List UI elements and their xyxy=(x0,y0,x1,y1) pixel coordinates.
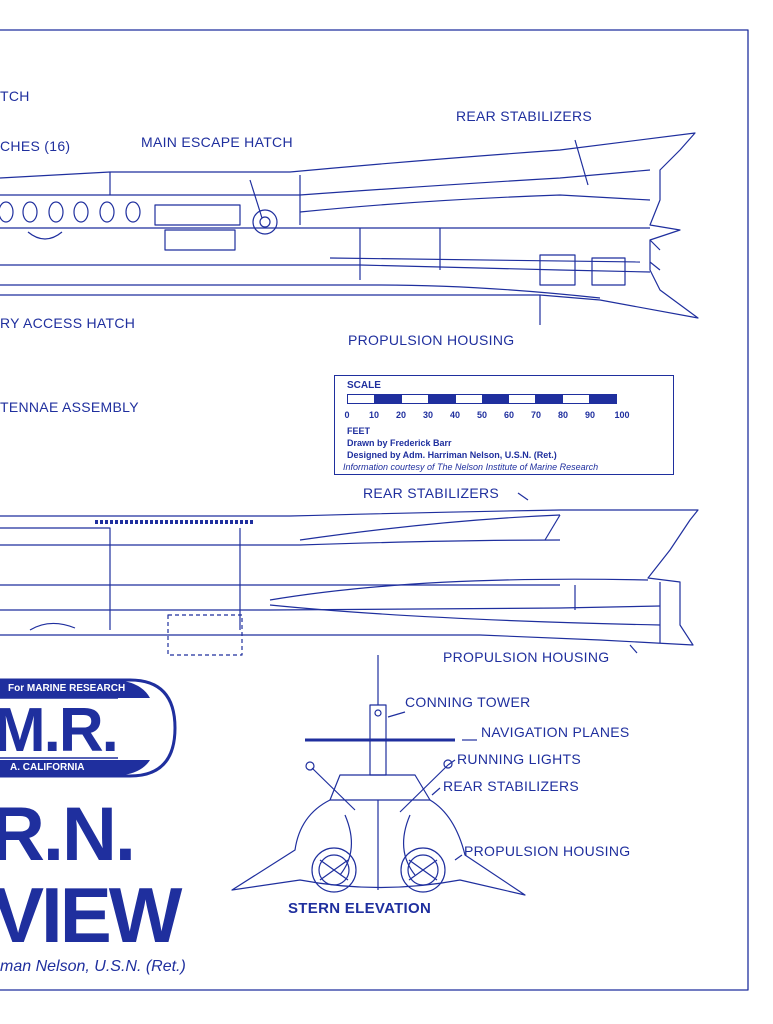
navigation-planes-label: NAVIGATION PLANES xyxy=(481,724,630,740)
logo-letters: M.R. xyxy=(0,696,119,765)
scale-tick: 90 xyxy=(584,410,596,420)
hatch-label: TCH xyxy=(0,88,30,104)
scale-segment xyxy=(402,395,429,403)
headline-line-1: R.N. xyxy=(0,792,136,877)
propulsion-housing-label-side: PROPULSION HOUSING xyxy=(443,649,610,665)
rear-stabilizers-label-top: REAR STABILIZERS xyxy=(456,108,593,124)
scale-tick: 10 xyxy=(368,410,380,420)
page-border xyxy=(0,29,749,991)
running-lights-label: RUNNING LIGHTS xyxy=(457,751,581,767)
drawn-by-credit: Drawn by Frederick Barr xyxy=(347,438,452,448)
scale-legend: SCALE 0 10 20 30 40 50 60 70 80 90 100 F… xyxy=(334,375,674,475)
scale-title: SCALE xyxy=(347,380,381,391)
designed-by-credit: Designed by Adm. Harriman Nelson, U.S.N.… xyxy=(347,450,557,460)
scale-unit: FEET xyxy=(347,426,371,436)
main-escape-hatch-label: MAIN ESCAPE HATCH xyxy=(141,134,293,150)
scale-segment xyxy=(374,395,402,403)
scale-tick: 60 xyxy=(503,410,515,420)
logo-bands xyxy=(0,680,150,776)
stern-elevation-drawing xyxy=(231,655,526,896)
rear-stabilizers-label-stern: REAR STABILIZERS xyxy=(443,778,580,794)
author-credit: man Nelson, U.S.N. (Ret.) xyxy=(0,958,186,975)
scale-segment xyxy=(509,395,537,403)
access-hatch-label: RY ACCESS HATCH xyxy=(0,315,136,331)
scale-segment xyxy=(536,395,564,403)
scale-tick: 50 xyxy=(476,410,488,420)
scale-ticks: 0 10 20 30 40 50 60 70 80 90 100 xyxy=(342,410,632,422)
scale-bar xyxy=(347,394,617,404)
logo-bottom-text: A. CALIFORNIA xyxy=(10,762,85,773)
scale-segment xyxy=(563,395,591,403)
headline-line-2: VIEW xyxy=(0,871,182,959)
stern-elevation-title: STERN ELEVATION xyxy=(288,900,432,917)
scale-tick: 70 xyxy=(530,410,542,420)
information-credit: Information courtesy of The Nelson Insti… xyxy=(343,462,599,472)
scale-tick: 0 xyxy=(344,410,350,420)
logo-top-text: For MARINE RESEARCH xyxy=(8,683,126,694)
scale-segment xyxy=(428,395,456,403)
scale-tick: 20 xyxy=(395,410,407,420)
propulsion-housing-label-stern: PROPULSION HOUSING xyxy=(464,843,631,859)
scale-tick: 80 xyxy=(557,410,569,420)
hatches-label: CHES (16) xyxy=(0,138,71,154)
scale-tick: 40 xyxy=(449,410,461,420)
scale-segment xyxy=(456,395,483,403)
scale-tick: 30 xyxy=(422,410,434,420)
conning-tower-label: CONNING TOWER xyxy=(405,694,531,710)
scale-segment xyxy=(348,395,375,403)
propulsion-housing-label-top: PROPULSION HOUSING xyxy=(348,332,515,348)
scale-tick: 100 xyxy=(614,410,630,420)
top-view-hull xyxy=(0,132,699,325)
side-view-hull xyxy=(0,492,699,656)
rear-stabilizers-label-side: REAR STABILIZERS xyxy=(363,485,500,501)
scale-segment xyxy=(482,395,510,403)
antennae-assembly-label: TENNAE ASSEMBLY xyxy=(0,399,139,415)
scale-segment xyxy=(590,395,617,403)
